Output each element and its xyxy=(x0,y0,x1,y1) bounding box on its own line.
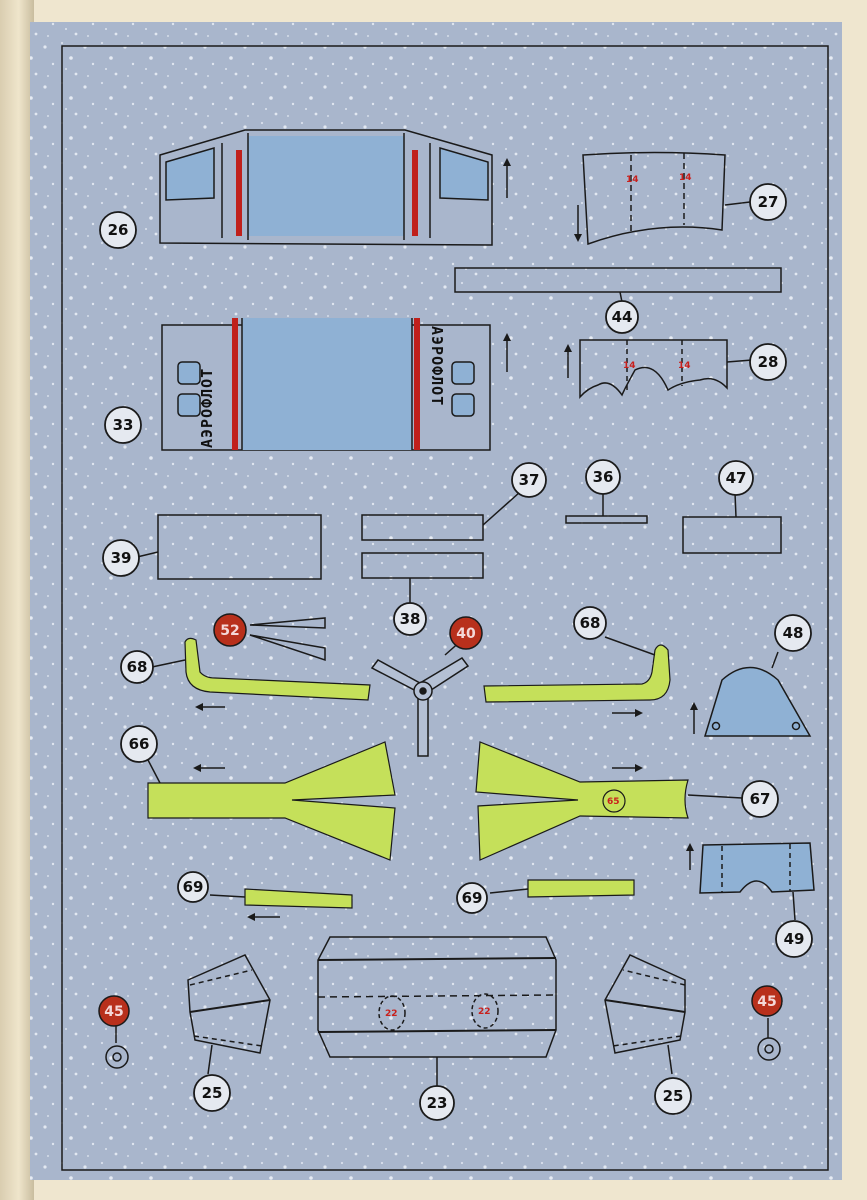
part-27 xyxy=(582,151,751,246)
mark-27a: 14 xyxy=(626,175,639,185)
mark-28b: 14 xyxy=(678,361,691,371)
part-69-left xyxy=(244,888,353,909)
part-49 xyxy=(699,842,815,921)
part-45-left xyxy=(105,1025,129,1069)
badge-67 xyxy=(741,780,779,818)
badge-23 xyxy=(419,1085,455,1121)
badge-48 xyxy=(774,614,812,652)
label-68b: 68 xyxy=(580,614,601,632)
label-52: 52 xyxy=(220,623,239,639)
badge-44 xyxy=(605,300,639,334)
label-27: 27 xyxy=(758,193,779,211)
badge-26 xyxy=(99,211,137,249)
label-68a: 68 xyxy=(127,658,148,676)
label-67: 67 xyxy=(750,790,771,808)
part-25-left xyxy=(187,954,271,1075)
part-45-right xyxy=(757,1018,781,1061)
part-52 xyxy=(249,617,326,662)
label-37: 37 xyxy=(519,471,540,489)
mark-23b: 22 xyxy=(478,1007,491,1017)
label-45b: 45 xyxy=(757,994,776,1010)
part-23 xyxy=(317,936,557,1086)
badge-27 xyxy=(749,183,787,221)
badge-40 xyxy=(449,616,483,650)
part-40 xyxy=(370,657,470,757)
part-37 xyxy=(361,514,484,541)
badge-33 xyxy=(104,406,142,444)
mark-27b: 14 xyxy=(679,173,692,183)
label-36: 36 xyxy=(593,468,614,486)
label-47: 47 xyxy=(726,469,747,487)
badge-68b xyxy=(573,606,607,640)
part-47 xyxy=(682,516,782,554)
label-40: 40 xyxy=(456,626,476,642)
badge-68a xyxy=(120,650,154,684)
label-69b: 69 xyxy=(462,889,483,907)
badge-39 xyxy=(102,539,140,577)
part-48 xyxy=(703,651,812,737)
badge-49 xyxy=(775,920,813,958)
part-38 xyxy=(361,552,484,579)
part-26 xyxy=(159,129,493,246)
badge-47 xyxy=(718,460,754,496)
part-44 xyxy=(454,267,782,293)
label-28: 28 xyxy=(758,353,779,371)
label-38: 38 xyxy=(400,610,421,628)
badge-36 xyxy=(585,459,621,495)
part-66 xyxy=(147,741,396,861)
badge-25b xyxy=(654,1077,692,1115)
badge-45a xyxy=(98,995,130,1027)
badge-25a xyxy=(193,1074,231,1112)
label-33: 33 xyxy=(113,416,134,434)
badge-52 xyxy=(213,613,247,647)
mark-28a: 14 xyxy=(623,361,636,371)
badge-69a xyxy=(177,871,209,903)
badge-66 xyxy=(120,725,158,763)
label-45a: 45 xyxy=(104,1004,123,1020)
part-25-right xyxy=(604,954,686,1075)
aeroflot-label-left: АЭРОФЛОТ xyxy=(198,368,216,448)
label-25a: 25 xyxy=(202,1084,223,1102)
book-spine xyxy=(0,0,34,1200)
aeroflot-label-right: АЭРОФЛОТ xyxy=(428,326,446,406)
part-68-left xyxy=(184,637,371,701)
part-28 xyxy=(579,339,753,399)
badge-38 xyxy=(393,602,427,636)
mark-23a: 22 xyxy=(385,1009,398,1019)
label-48: 48 xyxy=(783,624,804,642)
part-68-right xyxy=(483,644,671,703)
part-69-right xyxy=(527,879,635,898)
label-66: 66 xyxy=(129,735,150,753)
badge-45b xyxy=(751,985,783,1017)
label-25b: 25 xyxy=(663,1087,684,1105)
part-33 xyxy=(161,318,491,451)
border-frame xyxy=(61,45,829,1171)
label-26: 26 xyxy=(108,221,129,239)
label-23: 23 xyxy=(427,1094,448,1112)
badge-37 xyxy=(511,462,547,498)
part-36 xyxy=(565,515,648,524)
label-39: 39 xyxy=(111,549,132,567)
label-44: 44 xyxy=(612,308,633,326)
label-49: 49 xyxy=(784,930,805,948)
label-69a: 69 xyxy=(183,878,204,896)
part-67 xyxy=(475,741,689,861)
badge-69b xyxy=(456,882,488,914)
part-39 xyxy=(157,514,322,580)
badge-28 xyxy=(749,343,787,381)
label-65: 65 xyxy=(607,797,620,807)
